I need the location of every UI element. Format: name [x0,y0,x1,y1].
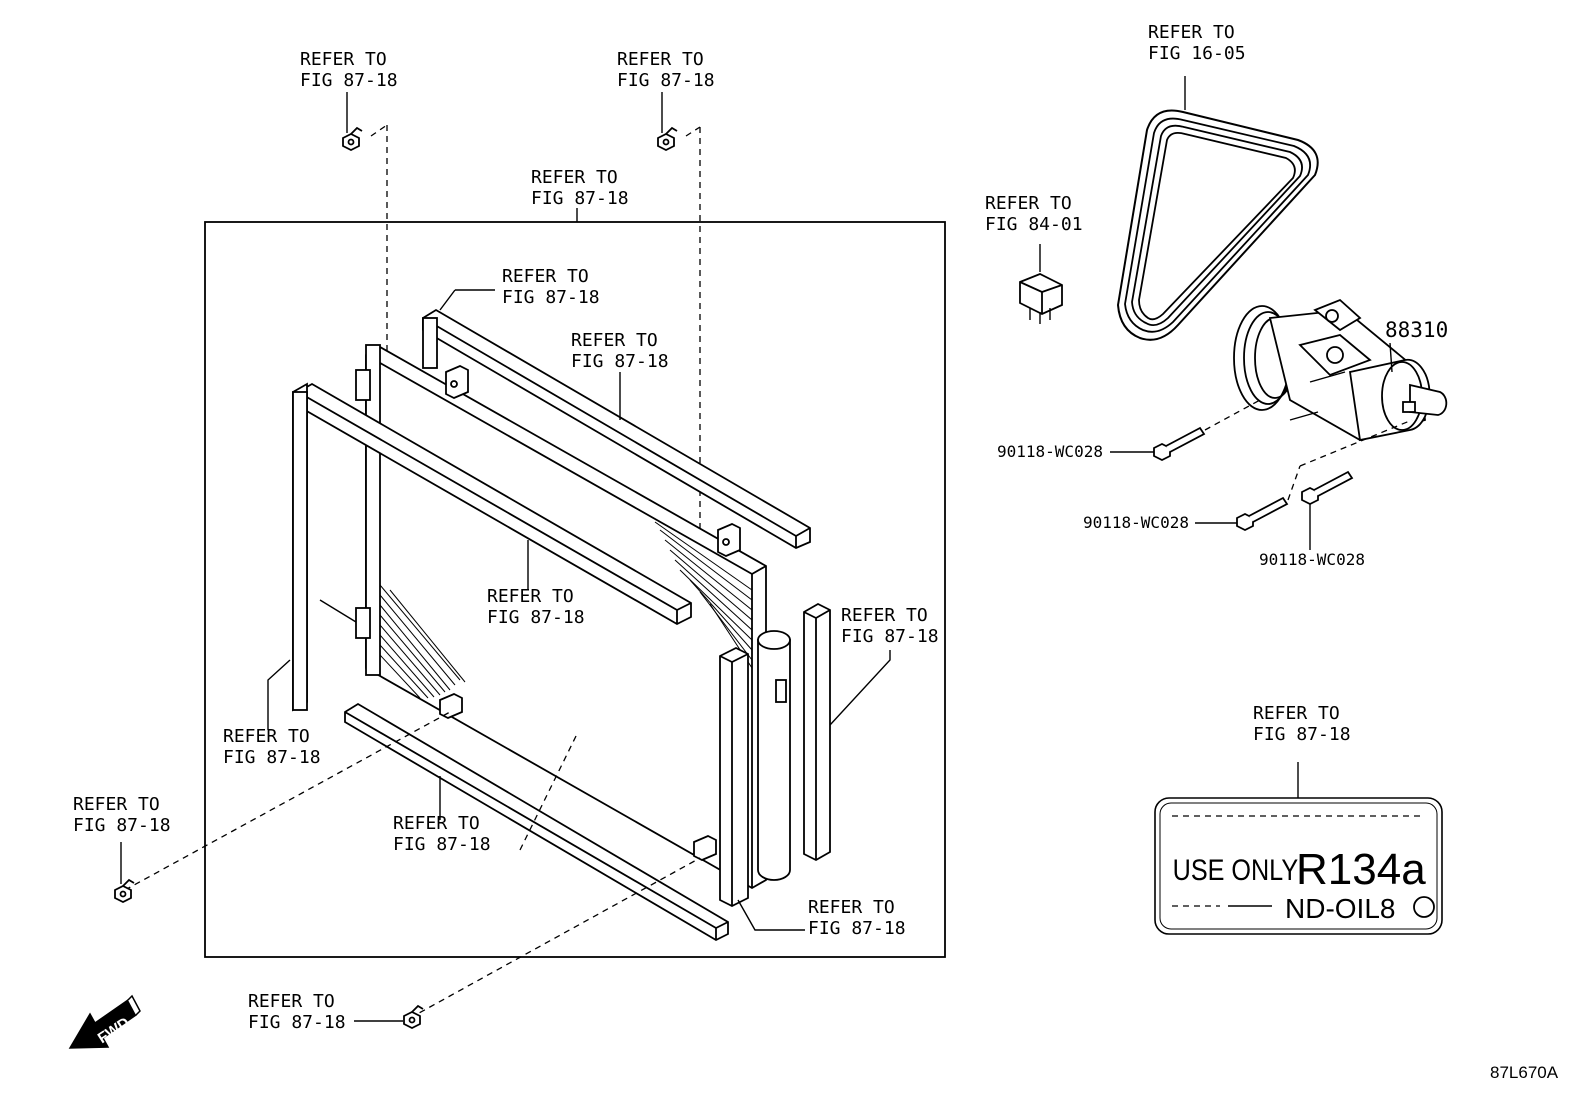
ref-label-left-side-1: REFER TO [223,726,310,747]
ref-label-lower-right-2: FIG 87-18 [808,918,906,939]
condenser-group-box [204,221,946,958]
ref-label-right-side-2: FIG 87-18 [841,626,939,647]
lower-bar [344,702,729,942]
receiver-tank [757,630,791,881]
ref-label-top-left-2: FIG 87-18 [300,70,398,91]
relay [1019,273,1063,324]
ref-label-outside-left-1: REFER TO [73,794,160,815]
compressor-bolt-icon [1301,470,1354,506]
ref-label-top-mid-1: REFER TO [617,49,704,70]
condenser-fin-hatching [379,521,753,699]
part-number-bolt-2: 90118-WC028 [1083,513,1189,532]
ref-label-left-side-2: FIG 87-18 [223,747,321,768]
figure-code: 87L670A [1490,1063,1559,1082]
sticker-refrigerant-text: R134a [1296,845,1426,894]
compressor-bolt-icon [1236,496,1289,532]
ref-label-bottom-bolt-2: FIG 87-18 [248,1012,346,1033]
forward-direction-arrow-icon [68,994,141,1049]
ref-label-top-mid-2: FIG 87-18 [617,70,715,91]
outer-right-bar [803,602,831,862]
ref-label-lower-right-1: REFER TO [808,897,895,918]
bolt-icon [342,126,363,152]
ac-compressor [1233,298,1448,442]
compressor-bolt-icon [1153,426,1206,462]
ref-label-right-side-1: REFER TO [841,605,928,626]
ref-label-sticker-1: REFER TO [1253,703,1340,724]
ref-label-lower-bar-1: REFER TO [393,813,480,834]
sticker-oil-text: ND-OIL8 [1285,893,1395,924]
ref-label-sticker-2: FIG 87-18 [1253,724,1351,745]
drive-belt [1116,109,1319,341]
ref-label-belt-2: FIG 16-05 [1148,43,1246,64]
part-number-compressor: 88310 [1385,318,1448,342]
ref-label-mid-bar-2: FIG 87-18 [487,607,585,628]
ref-label-bottom-bolt-1: REFER TO [248,991,335,1012]
ref-label-box-top-2: FIG 87-18 [531,188,629,209]
bolt-icon [403,1004,424,1030]
part-number-bolt-1: 90118-WC028 [997,442,1103,461]
ref-label-upper-bracket-2: FIG 87-18 [502,287,600,308]
ref-label-lower-bar-2: FIG 87-18 [393,834,491,855]
ref-label-relay-1: REFER TO [985,193,1072,214]
bolt-icon [657,126,678,152]
right-front-bar [719,646,749,908]
left-vertical-bar [292,382,308,712]
ref-label-upper-bar-2: FIG 87-18 [571,351,669,372]
ref-label-top-left-1: REFER TO [300,49,387,70]
sticker-use-only-text: USE ONLY [1173,853,1298,887]
ref-label-box-top-1: REFER TO [531,167,618,188]
ref-label-belt-1: REFER TO [1148,22,1235,43]
bolt-icon [114,878,135,904]
ref-label-relay-2: FIG 84-01 [985,214,1083,235]
ref-label-upper-bracket-1: REFER TO [502,266,589,287]
part-number-bolt-3: 90118-WC028 [1259,550,1365,569]
ref-label-mid-bar-1: REFER TO [487,586,574,607]
upper-rear-bracket [422,308,811,550]
ref-label-outside-left-2: FIG 87-18 [73,815,171,836]
ref-label-upper-bar-1: REFER TO [571,330,658,351]
